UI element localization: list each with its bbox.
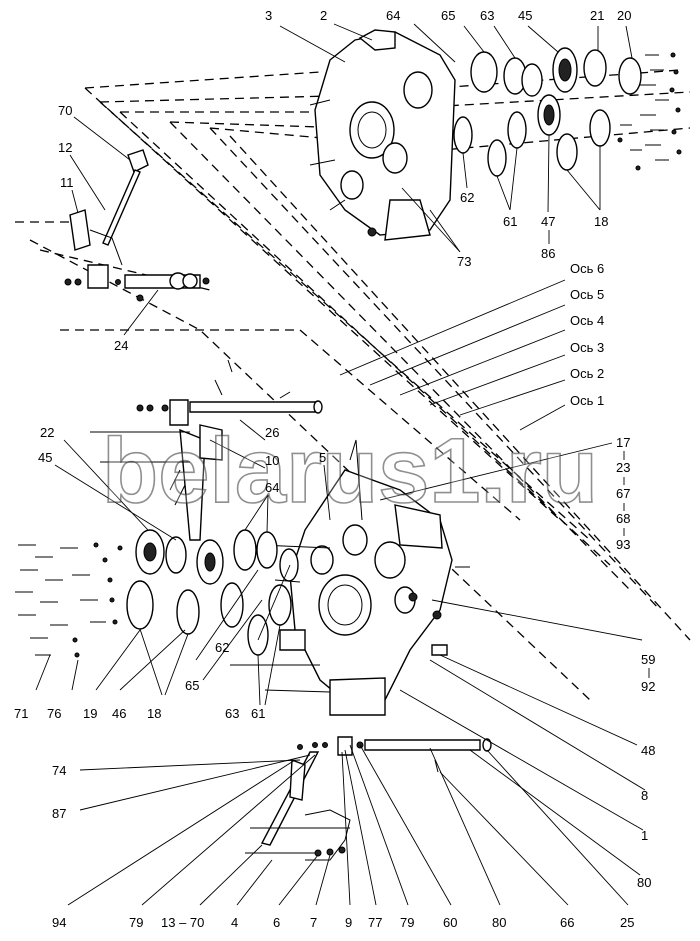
part-label: 74 xyxy=(52,763,66,778)
part-label: 13 – 70 xyxy=(161,915,204,930)
part-label: 79 xyxy=(400,915,414,930)
lower-housing xyxy=(230,439,470,716)
axis-leaders xyxy=(339,279,566,431)
left-discs xyxy=(126,529,299,656)
part-label: 19 xyxy=(83,706,97,721)
part-label: 24 xyxy=(114,338,128,353)
axis-label: Ось 5 xyxy=(570,287,604,302)
part-label: 65 xyxy=(185,678,199,693)
part-label: 87 xyxy=(52,806,66,821)
part-label: 60 xyxy=(443,915,457,930)
upper-shift-rod xyxy=(90,359,323,541)
part-label: 71 xyxy=(14,706,28,721)
upper-discs xyxy=(453,47,642,177)
part-label: 4 xyxy=(231,915,238,930)
part-label: 17 xyxy=(616,435,630,450)
part-label: 77 xyxy=(368,915,382,930)
upper-housing xyxy=(309,29,456,241)
left-bolts xyxy=(15,542,123,658)
part-label: 63 xyxy=(480,8,494,23)
part-label: 61 xyxy=(251,706,265,721)
part-label: 70 xyxy=(58,103,72,118)
part-label: 2 xyxy=(320,8,327,23)
part-label: 64 xyxy=(386,8,400,23)
part-label: 21 xyxy=(590,8,604,23)
part-label: 20 xyxy=(617,8,631,23)
part-label: 59 xyxy=(641,652,655,667)
part-label: 63 xyxy=(225,706,239,721)
part-label: 10 xyxy=(265,453,279,468)
gear-lever-assembly xyxy=(64,149,210,302)
part-label: 25 xyxy=(620,915,634,930)
upper-bolts xyxy=(617,52,682,171)
part-label: 1 xyxy=(641,828,648,843)
part-label: 80 xyxy=(637,875,651,890)
part-label: 26 xyxy=(265,425,279,440)
part-label: 3 xyxy=(265,8,272,23)
axis-label: Ось 6 xyxy=(570,261,604,276)
part-label: 61 xyxy=(503,214,517,229)
part-label: 93 xyxy=(616,537,630,552)
right-labels: 48 8 1 80 xyxy=(637,743,655,890)
part-label: 68 xyxy=(616,511,630,526)
bottom-labels: 94 79 13 – 70 4 6 7 9 77 79 60 80 66 25 xyxy=(52,915,634,930)
part-label: 45 xyxy=(518,8,532,23)
part-label: 79 xyxy=(129,915,143,930)
part-label: 6 xyxy=(273,915,280,930)
right-stack-labels: 17 23 67 68 93 59 92 xyxy=(616,435,655,694)
part-label: 67 xyxy=(616,486,630,501)
part-label: 11 xyxy=(60,175,74,190)
part-label: 12 xyxy=(58,140,72,155)
lever-labels: 70 12 11 24 xyxy=(58,103,128,353)
part-label: 48 xyxy=(641,743,655,758)
part-label: 22 xyxy=(40,425,54,440)
top-labels: 3 2 64 65 63 45 21 20 xyxy=(265,8,631,23)
part-label: 62 xyxy=(215,640,229,655)
part-label: 62 xyxy=(460,190,474,205)
part-label: 18 xyxy=(594,214,608,229)
axis-label: Ось 3 xyxy=(570,340,604,355)
part-label: 46 xyxy=(112,706,126,721)
lower-shift-rods xyxy=(245,736,492,861)
part-label: 80 xyxy=(492,915,506,930)
watermark: belarus1.ru xyxy=(102,420,598,522)
part-label: 9 xyxy=(345,915,352,930)
part-label: 64 xyxy=(265,480,279,495)
axis-label: Ось 4 xyxy=(570,313,604,328)
axis-label: Ось 2 xyxy=(570,366,604,381)
axis-label: Ось 1 xyxy=(570,393,604,408)
part-label: 18 xyxy=(147,706,161,721)
part-label: 92 xyxy=(641,679,655,694)
part-label: 73 xyxy=(457,254,471,269)
part-label: 7 xyxy=(310,915,317,930)
axis-guide-lines xyxy=(15,69,691,701)
left-labels: 62 65 63 61 18 71 76 19 46 xyxy=(14,640,265,721)
mid-labels: 22 45 26 10 64 5 xyxy=(38,425,326,495)
lower-labels: 74 87 xyxy=(52,763,66,821)
part-label: 5 xyxy=(319,450,326,465)
part-label: 47 xyxy=(541,214,555,229)
part-label: 65 xyxy=(441,8,455,23)
label-leaders xyxy=(35,23,646,906)
part-label: 66 xyxy=(560,915,574,930)
part-label: 76 xyxy=(47,706,61,721)
upper-body-labels: 62 61 47 86 18 73 xyxy=(457,190,608,269)
axis-label-group: Ось 6 Ось 5 Ось 4 Ось 3 Ось 2 Ось 1 xyxy=(570,261,604,408)
part-label: 94 xyxy=(52,915,66,930)
part-label: 86 xyxy=(541,246,555,261)
part-label: 23 xyxy=(616,460,630,475)
part-label: 45 xyxy=(38,450,52,465)
part-label: 8 xyxy=(641,788,648,803)
